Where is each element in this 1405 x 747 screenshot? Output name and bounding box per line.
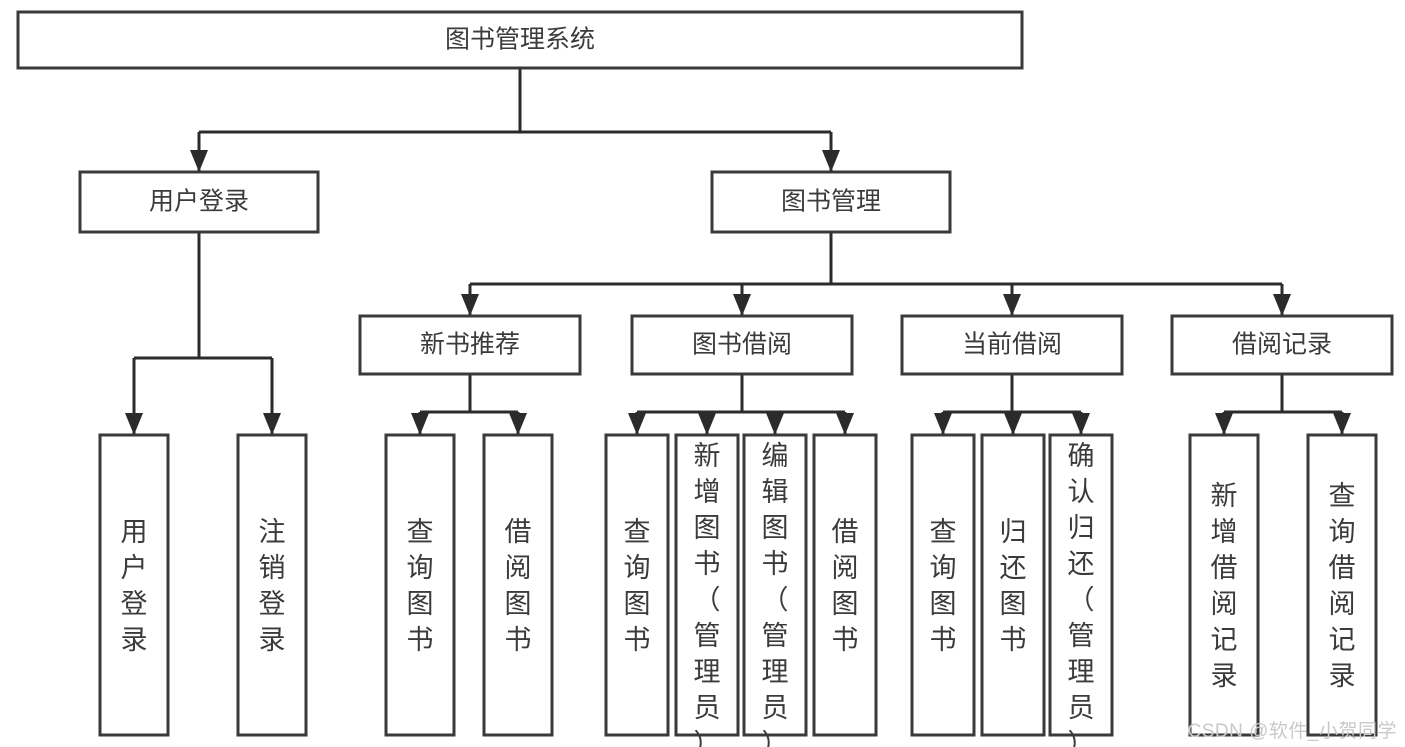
node-leaf-user-logout-box[interactable] <box>236 433 308 737</box>
nodes-layer: 图书管理系统用户登录图书管理新书推荐图书借阅当前借阅借阅记录用户登录注销登录查询… <box>16 10 1394 747</box>
node-leaf-edit-book-admin-label: 编辑图书（管理员） <box>762 441 789 747</box>
connector-group-book-management <box>461 232 1291 316</box>
node-leaf-borrow-book-box[interactable] <box>812 433 878 737</box>
node-leaf-add-book-admin-box[interactable] <box>674 433 740 737</box>
node-leaf-add-book-admin[interactable]: 新增图书（管理员） <box>674 433 740 747</box>
arrow-head-icon <box>461 294 479 316</box>
node-leaf-confirm-return-admin-label: 确认归还（管理员） <box>1068 441 1095 747</box>
node-leaf-add-borrow-record-label: 新增借阅记录 <box>1211 481 1238 691</box>
connector-group-borrow-records <box>1215 374 1351 435</box>
arrow-head-icon <box>1003 294 1021 316</box>
node-root-label: 图书管理系统 <box>445 26 595 54</box>
node-leaf-borrow-book-recommend[interactable]: 借阅图书 <box>482 433 554 737</box>
connectors-layer <box>125 68 1351 435</box>
connector-group-new-book-recommend <box>411 374 527 435</box>
node-leaf-query-book-borrow-label: 查询图书 <box>624 517 651 655</box>
node-borrow-records-label: 借阅记录 <box>1232 331 1332 359</box>
node-leaf-query-book-recommend-box[interactable] <box>384 433 456 737</box>
node-user-login-label: 用户登录 <box>149 188 249 216</box>
node-leaf-user-login[interactable]: 用户登录 <box>98 433 170 737</box>
arrow-head-icon <box>836 413 854 435</box>
node-leaf-edit-book-admin-box[interactable] <box>742 433 808 737</box>
node-current-borrow[interactable]: 当前借阅 <box>900 314 1124 376</box>
node-leaf-query-borrow-record[interactable]: 查询借阅记录 <box>1306 433 1378 737</box>
node-leaf-return-book[interactable]: 归还图书 <box>980 433 1046 737</box>
node-leaf-user-login-box[interactable] <box>98 433 170 737</box>
node-book-borrow-label: 图书借阅 <box>692 331 792 359</box>
node-leaf-query-book-current-box[interactable] <box>910 433 976 737</box>
connector-group-current-borrow <box>934 374 1090 435</box>
arrow-head-icon <box>1333 413 1351 435</box>
node-leaf-query-book-recommend-label: 查询图书 <box>407 517 434 655</box>
node-leaf-add-borrow-record[interactable]: 新增借阅记录 <box>1188 433 1260 737</box>
node-user-login-box[interactable] <box>78 170 320 234</box>
node-leaf-borrow-book[interactable]: 借阅图书 <box>812 433 878 737</box>
node-leaf-edit-book-admin[interactable]: 编辑图书（管理员） <box>742 433 808 747</box>
node-leaf-query-book-borrow-box[interactable] <box>604 433 670 737</box>
arrow-head-icon <box>1273 294 1291 316</box>
arrow-head-icon <box>190 150 208 172</box>
node-leaf-confirm-return-admin-box[interactable] <box>1048 433 1114 737</box>
arrow-head-icon <box>1072 413 1090 435</box>
arrow-head-icon <box>698 413 716 435</box>
node-leaf-query-borrow-record-box[interactable] <box>1306 433 1378 737</box>
arrow-head-icon <box>766 413 784 435</box>
connector-group-user-login <box>125 232 281 435</box>
node-leaf-user-login-label: 用户登录 <box>121 517 148 655</box>
arrow-head-icon <box>125 413 143 435</box>
node-new-book-recommend-box[interactable] <box>358 314 582 376</box>
node-leaf-add-book-admin-label: 新增图书（管理员） <box>694 441 721 747</box>
arrow-head-icon <box>1004 413 1022 435</box>
arrow-head-icon <box>509 413 527 435</box>
node-book-management[interactable]: 图书管理 <box>710 170 952 234</box>
arrow-head-icon <box>822 150 840 172</box>
connector-group-book-borrow <box>628 374 854 435</box>
node-book-borrow[interactable]: 图书借阅 <box>630 314 854 376</box>
node-leaf-add-borrow-record-box[interactable] <box>1188 433 1260 737</box>
node-book-management-box[interactable] <box>710 170 952 234</box>
node-current-borrow-label: 当前借阅 <box>962 331 1062 359</box>
arrow-head-icon <box>934 413 952 435</box>
node-leaf-return-book-label: 归还图书 <box>1000 517 1027 655</box>
arrow-head-icon <box>733 294 751 316</box>
node-borrow-records-box[interactable] <box>1170 314 1394 376</box>
node-new-book-recommend-label: 新书推荐 <box>420 331 520 359</box>
node-new-book-recommend[interactable]: 新书推荐 <box>358 314 582 376</box>
node-book-management-label: 图书管理 <box>781 188 881 216</box>
node-leaf-query-book-current-label: 查询图书 <box>930 517 957 655</box>
node-borrow-records[interactable]: 借阅记录 <box>1170 314 1394 376</box>
node-leaf-confirm-return-admin[interactable]: 确认归还（管理员） <box>1048 433 1114 747</box>
arrow-head-icon <box>411 413 429 435</box>
arrow-head-icon <box>263 413 281 435</box>
node-leaf-query-book-recommend[interactable]: 查询图书 <box>384 433 456 737</box>
node-leaf-borrow-book-label: 借阅图书 <box>832 517 859 655</box>
node-leaf-borrow-book-recommend-label: 借阅图书 <box>505 517 532 655</box>
node-book-borrow-box[interactable] <box>630 314 854 376</box>
node-root-box[interactable] <box>16 10 1024 70</box>
node-leaf-borrow-book-recommend-box[interactable] <box>482 433 554 737</box>
node-user-login[interactable]: 用户登录 <box>78 170 320 234</box>
node-leaf-user-logout-label: 注销登录 <box>259 517 286 655</box>
node-current-borrow-box[interactable] <box>900 314 1124 376</box>
arrow-head-icon <box>628 413 646 435</box>
node-leaf-query-borrow-record-label: 查询借阅记录 <box>1329 481 1356 691</box>
node-leaf-query-book-current[interactable]: 查询图书 <box>910 433 976 737</box>
connector-group-root <box>190 68 840 172</box>
node-leaf-user-logout[interactable]: 注销登录 <box>236 433 308 737</box>
node-leaf-query-book-borrow[interactable]: 查询图书 <box>604 433 670 737</box>
arrow-head-icon <box>1215 413 1233 435</box>
node-leaf-return-book-box[interactable] <box>980 433 1046 737</box>
node-root[interactable]: 图书管理系统 <box>16 10 1024 70</box>
